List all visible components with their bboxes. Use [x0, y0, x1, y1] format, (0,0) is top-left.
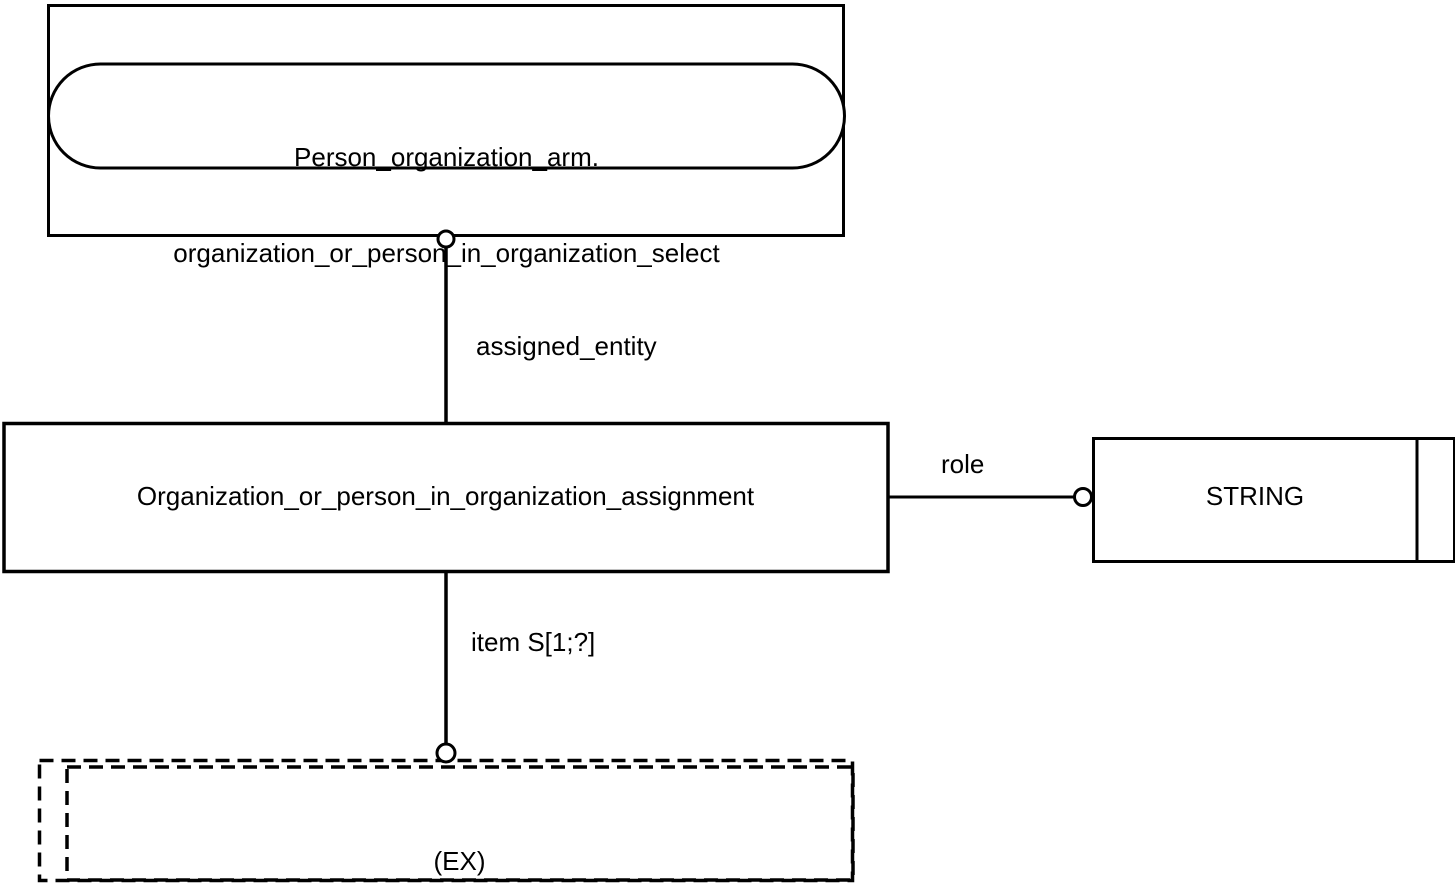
relationship-circle-item — [435, 742, 457, 764]
relationship-circle-assigned-entity — [436, 229, 456, 249]
page-reference-outer-box — [37, 758, 855, 883]
ex-entity-box-shape[interactable] — [65, 765, 855, 882]
string-type-shape[interactable] — [1092, 437, 1455, 563]
relationship-circle-role — [1073, 487, 1093, 507]
select-type-shape[interactable] — [47, 62, 846, 170]
entity-box-shape[interactable] — [2, 421, 890, 574]
